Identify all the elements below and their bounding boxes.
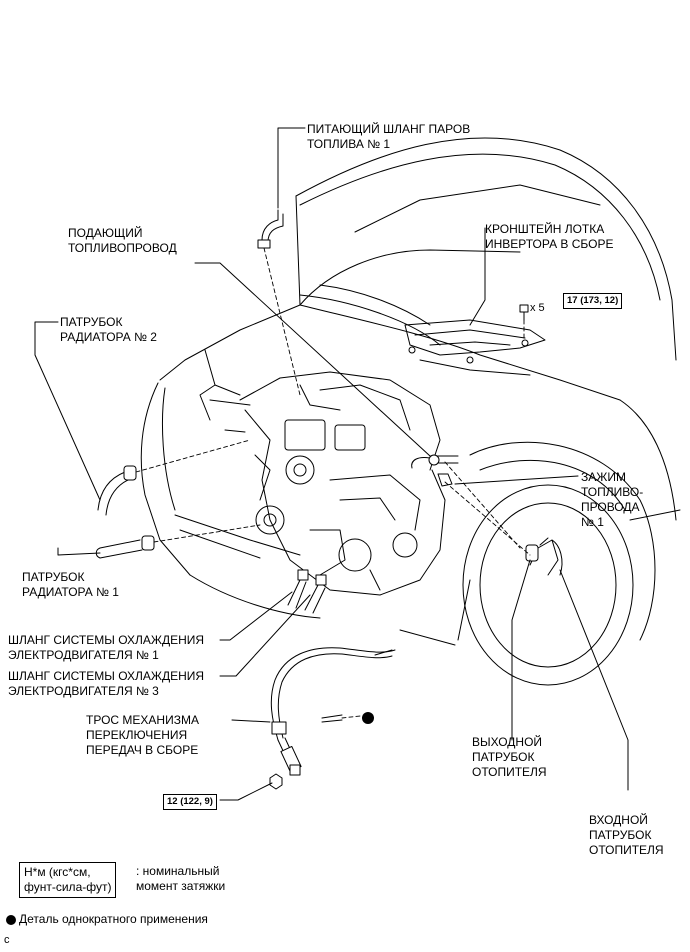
corner-code: c bbox=[4, 934, 10, 946]
radiator-hose-1-label: ПАТРУБОК РАДИАТОРА № 1 bbox=[22, 570, 119, 599]
fuel-vapor-hose-part bbox=[257, 209, 284, 249]
fuel-pipe-clamp-label: ЗАЖИМ ТОПЛИВО- ПРОВОДА № 1 bbox=[581, 470, 644, 529]
heater-hose-parts bbox=[525, 537, 563, 576]
heater-inlet-hose-label: ВХОДНОЙ ПАТРУБОК ОТОПИТЕЛЯ bbox=[589, 813, 664, 857]
vehicle-body bbox=[140, 137, 681, 686]
cable-torque-badge: 12 (122, 9) bbox=[163, 794, 217, 810]
motor-cooling-hose-1-label: ШЛАНГ СИСТЕМЫ ОХЛАЖДЕНИЯ ЭЛЕКТРОДВИГАТЕЛ… bbox=[8, 633, 205, 662]
motor-cooling-hose-parts bbox=[287, 569, 327, 614]
engine-assembly bbox=[209, 371, 446, 596]
bracket-bolt bbox=[519, 304, 529, 321]
legend-one-time-use: Деталь однократного применения bbox=[19, 912, 208, 926]
shift-cable-part bbox=[270, 647, 396, 776]
inverter-bracket-label: КРОНШТЕЙН ЛОТКА ИНВЕРТОРА В СБОРЕ bbox=[485, 222, 614, 251]
legend-unit-box: Н*м (кгс*см, фунт-сила-фут) bbox=[19, 862, 117, 898]
legend-unit-description: : номинальный момент затяжки bbox=[136, 864, 226, 893]
bracket-bolt-quantity: x 5 bbox=[530, 302, 545, 314]
legend-bullet-icon bbox=[6, 915, 16, 925]
motor-cooling-hose-3-label: ШЛАНГ СИСТЕМЫ ОХЛАЖДЕНИЯ ЭЛЕКТРОДВИГАТЕЛ… bbox=[8, 669, 205, 698]
fuel-vapor-hose-label: ПИТАЮЩИЙ ШЛАНГ ПАРОВ ТОПЛИВА № 1 bbox=[307, 122, 471, 151]
bracket-torque-badge: 17 (173, 12) bbox=[563, 293, 623, 309]
radiator-hose-1-part bbox=[95, 535, 155, 559]
heater-outlet-hose-label: ВЫХОДНОЙ ПАТРУБОК ОТОПИТЕЛЯ bbox=[472, 735, 547, 779]
fuel-pipe-parts bbox=[411, 454, 459, 487]
radiator-hose-2-label: ПАТРУБОК РАДИАТОРА № 2 bbox=[60, 315, 157, 344]
cable-nut bbox=[269, 773, 283, 790]
inverter-bracket-part bbox=[404, 319, 546, 364]
shift-cable-label: ТРОС МЕХАНИЗМА ПЕРЕКЛЮЧЕНИЯ ПЕРЕДАЧ В СБ… bbox=[86, 713, 199, 757]
radiator-hose-2-part bbox=[97, 465, 137, 516]
leader-lines bbox=[34, 127, 629, 801]
assembly-lines bbox=[135, 247, 531, 719]
fuel-supply-pipe-label: ПОДАЮЩИЙ ТОПЛИВОПРОВОД bbox=[68, 226, 177, 255]
one-time-use-marker bbox=[362, 712, 374, 724]
